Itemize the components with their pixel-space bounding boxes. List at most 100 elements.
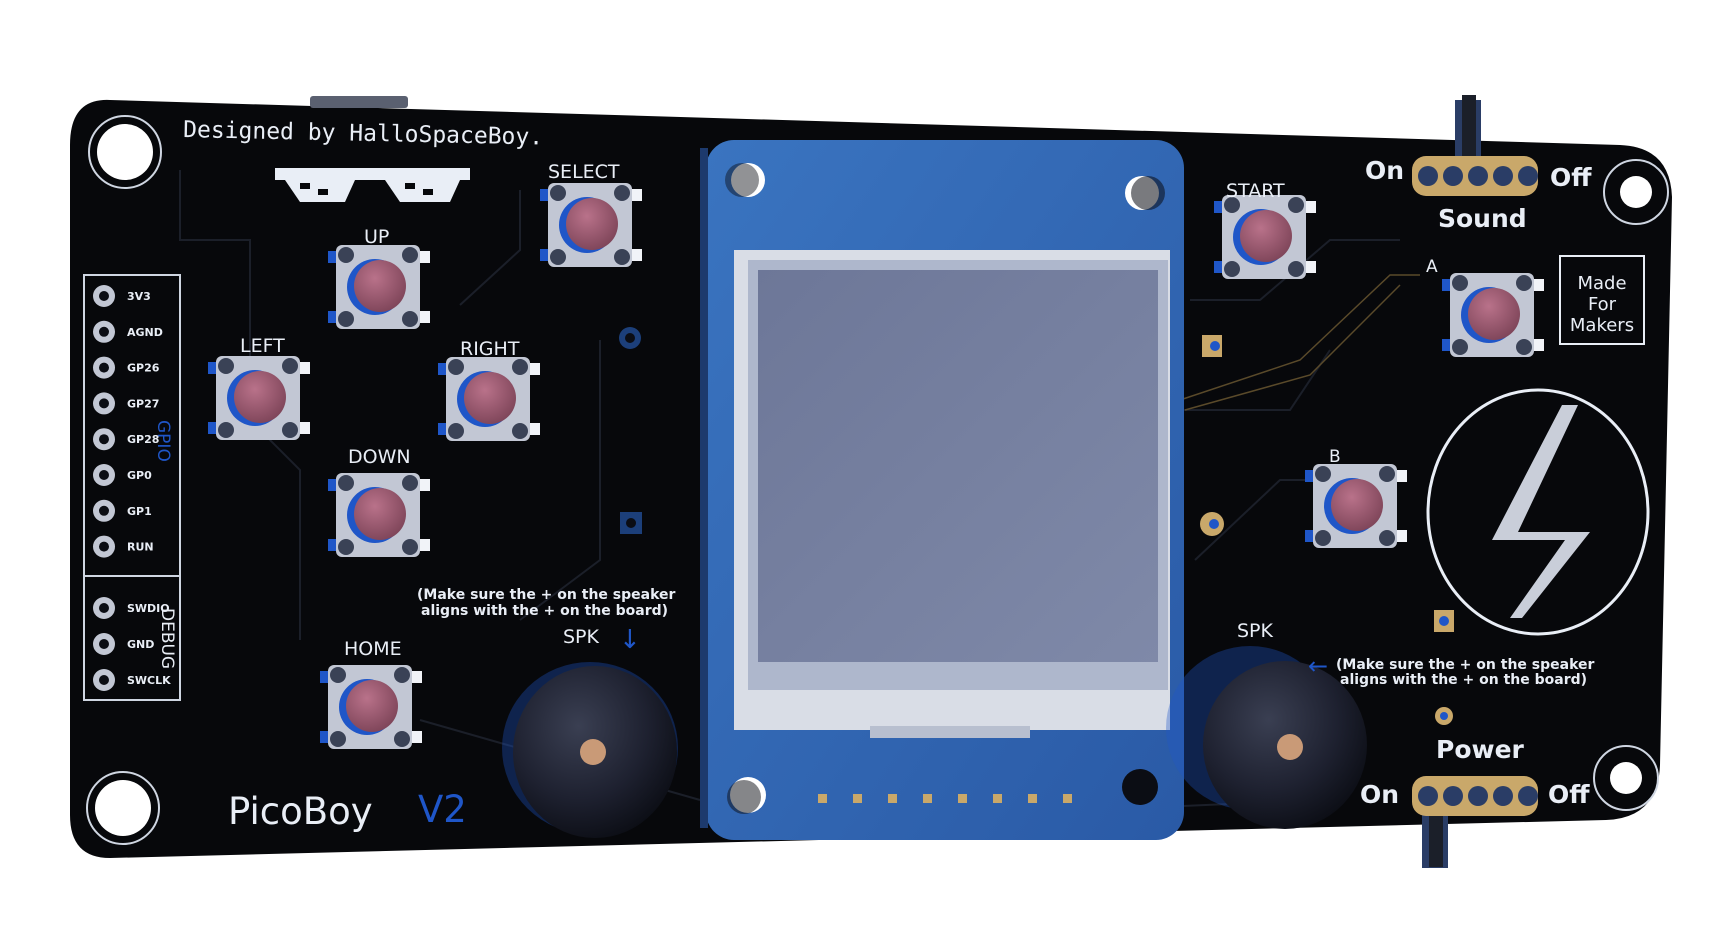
button-corner-rivet [218, 358, 234, 374]
gpio-pin-hole [99, 326, 109, 337]
gpio-pin-hole [99, 362, 109, 373]
button-corner-rivet [1452, 275, 1468, 291]
down-label: DOWN [348, 446, 411, 468]
button-corner-rivet [1315, 466, 1331, 482]
sound-on-label: On [1365, 156, 1404, 185]
up-label: UP [364, 226, 389, 248]
usb-connector [310, 96, 408, 108]
speaker-right-note-line2: aligns with the + on the board) [1340, 672, 1587, 688]
gpio-group-label: GPIO [153, 420, 173, 462]
button-corner-rivet [1516, 275, 1532, 291]
speaker-left-arrow-icon: ↓ [619, 625, 641, 655]
button-corner-rivet [512, 423, 528, 439]
maker-badge-line2: For [1588, 294, 1617, 315]
power-on-label: On [1360, 780, 1399, 809]
button-corner-rivet [402, 475, 418, 491]
left-button[interactable] [208, 356, 310, 440]
power-title: Power [1436, 735, 1525, 764]
debug-pin-label-swdio: SWDIO [127, 602, 170, 615]
button-corner-rivet [402, 539, 418, 555]
button-cap [566, 198, 618, 250]
button-cap [1468, 288, 1520, 340]
maker-badge-line3: Makers [1570, 315, 1634, 336]
home-label: HOME [344, 638, 402, 660]
power-off-label: Off [1548, 780, 1590, 809]
button-cap [1240, 210, 1292, 262]
sunglasses-logo [275, 168, 470, 202]
select-button[interactable] [540, 183, 642, 267]
gpio-pin-label-gp27: GP27 [127, 397, 159, 410]
gpio-pin-label-gp1: GP1 [127, 505, 152, 518]
button-corner-rivet [402, 247, 418, 263]
button-corner-rivet [550, 185, 566, 201]
gpio-pin-label-agnd: AGND [127, 326, 163, 339]
gpio-pin-hole [99, 291, 109, 301]
button-corner-rivet [218, 422, 234, 438]
select-label: SELECT [548, 161, 620, 183]
button-cap [1331, 479, 1383, 531]
up-button[interactable] [328, 245, 430, 329]
gpio-pin-hole [99, 541, 109, 552]
start-button[interactable] [1214, 195, 1316, 279]
button-corner-rivet [1452, 339, 1468, 355]
speaker-left [502, 662, 678, 838]
down-button[interactable] [328, 473, 430, 557]
a-label: A [1426, 257, 1438, 277]
power-switch[interactable] [1412, 776, 1538, 868]
speaker-left-note-line1: (Make sure the + on the speaker [417, 587, 676, 603]
speaker-right-arrow-icon: ← [1308, 652, 1328, 680]
button-corner-rivet [614, 249, 630, 265]
button-corner-rivet [338, 311, 354, 327]
button-corner-rivet [1224, 261, 1240, 277]
speaker-left-note-line2: aligns with the + on the board) [421, 603, 668, 619]
speaker-right [1166, 646, 1367, 829]
speaker-right-note-line1: (Make sure the + on the speaker [1336, 657, 1595, 673]
button-cap [346, 680, 398, 732]
gpio-pin-hole [99, 398, 109, 409]
button-corner-rivet [1379, 466, 1395, 482]
button-corner-rivet [394, 731, 410, 747]
button-corner-rivet [512, 359, 528, 375]
button-corner-rivet [402, 311, 418, 327]
button-corner-rivet [614, 185, 630, 201]
button-corner-rivet [1315, 530, 1331, 546]
sound-switch[interactable] [1412, 95, 1538, 196]
button-corner-rivet [1379, 530, 1395, 546]
button-corner-rivet [1288, 261, 1304, 277]
button-corner-rivet [338, 539, 354, 555]
mounting-holes [86, 115, 1669, 845]
home-button[interactable] [320, 665, 422, 749]
button-corner-rivet [550, 249, 566, 265]
speaker-left-label: SPK [563, 626, 600, 648]
button-cap [354, 488, 406, 540]
button-cap [234, 371, 286, 423]
gpio-pin-label-gp26: GP26 [127, 362, 160, 375]
button-cap [354, 260, 406, 312]
debug-pin-label-gnd: GND [127, 638, 154, 651]
gpio-pin-label-3v3: 3V3 [127, 290, 151, 303]
start-label: START [1226, 180, 1285, 202]
debug-pin-hole [99, 675, 109, 685]
debug-group-label: DEBUG [157, 608, 177, 669]
button-corner-rivet [330, 731, 346, 747]
gpio-pin-label-gp0: GP0 [127, 469, 152, 482]
button-corner-rivet [282, 358, 298, 374]
gpio-debug-header [83, 274, 181, 701]
button-corner-rivet [1516, 339, 1532, 355]
left-label: LEFT [240, 335, 285, 357]
b-button[interactable] [1305, 464, 1407, 548]
right-button[interactable] [438, 357, 540, 441]
board-version: V2 [418, 788, 467, 831]
button-corner-rivet [448, 359, 464, 375]
a-button[interactable] [1442, 273, 1544, 357]
sound-off-label: Off [1550, 163, 1592, 192]
button-corner-rivet [1224, 197, 1240, 213]
board-name: PicoBoy [228, 790, 373, 833]
debug-pin-hole [99, 603, 109, 613]
button-corner-rivet [394, 667, 410, 683]
gpio-pin-label-run: RUN [127, 541, 154, 554]
lightning-bolt-logo [1426, 388, 1650, 636]
sound-title: Sound [1438, 204, 1527, 233]
speaker-right-label: SPK [1237, 620, 1274, 642]
